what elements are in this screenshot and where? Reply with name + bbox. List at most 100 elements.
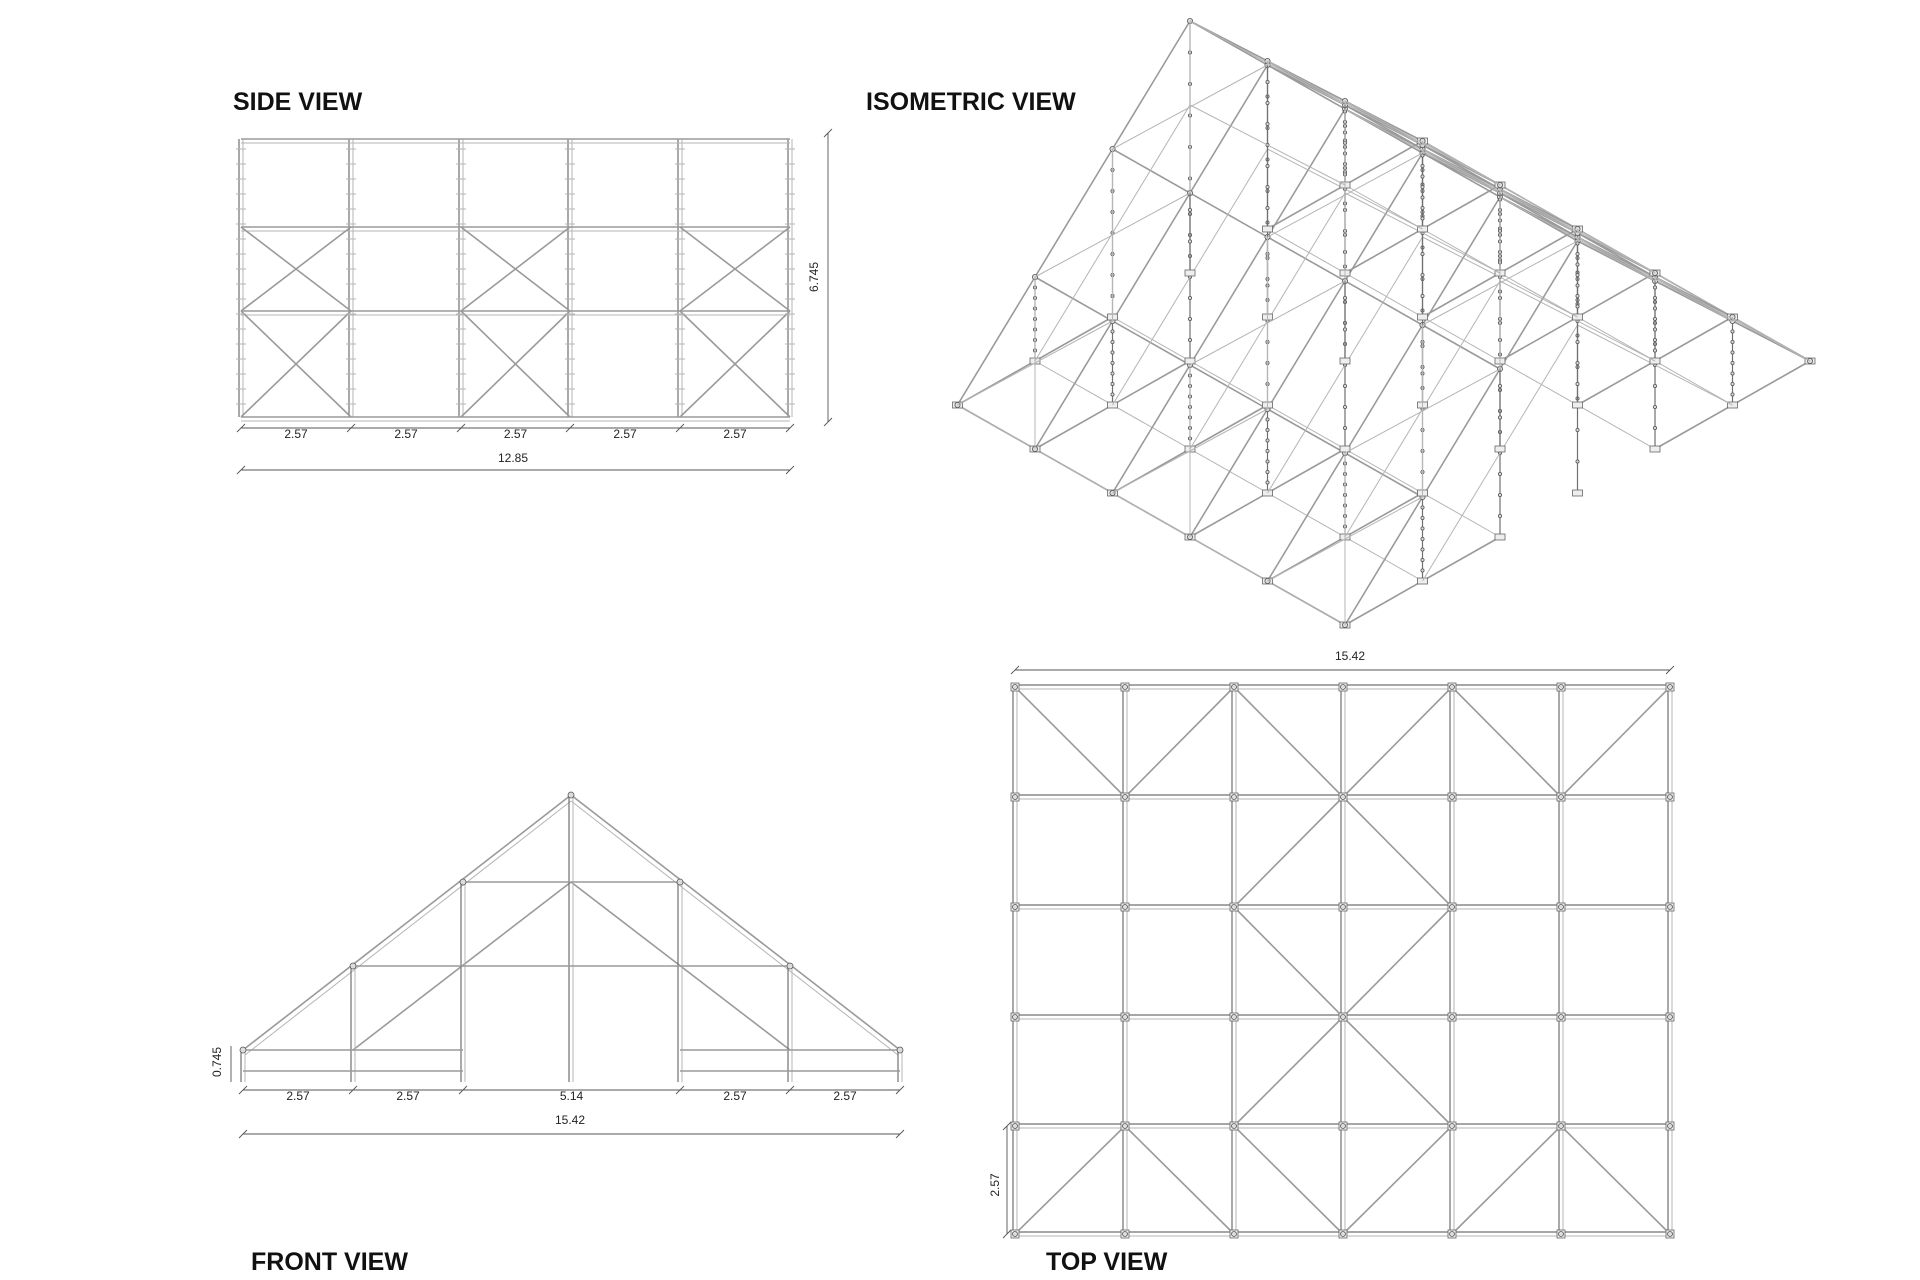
iso-rafter [1189, 236, 1269, 366]
iso-rafter [1111, 364, 1191, 494]
dimension-tick [1010, 665, 1020, 675]
top-brace [1342, 906, 1453, 1018]
iso-rosette [1498, 514, 1503, 519]
top-brace [1342, 796, 1453, 908]
top-joint-node [1231, 1231, 1237, 1237]
iso-brace [1422, 240, 1578, 326]
iso-rosette [1188, 337, 1193, 342]
side-view-dimensions: 2.57 2.57 2.57 2.57 2.57 12.85 6.745 [236, 128, 833, 475]
dimension-tick [456, 423, 466, 433]
top-joint-node [1667, 794, 1673, 800]
iso-ground-ledger [1112, 316, 1501, 538]
top-joint-node [1449, 1123, 1455, 1129]
dimension-tick [346, 423, 356, 433]
iso-brace [1344, 108, 1501, 194]
iso-rosette [1420, 558, 1425, 563]
iso-rosette [1265, 480, 1270, 485]
front-joint-node [786, 962, 794, 970]
iso-brace [1499, 196, 1656, 282]
top-joint-node [1667, 904, 1673, 910]
iso-rafter [1421, 368, 1501, 498]
iso-brace [1577, 236, 1733, 322]
top-joint-node [1122, 684, 1128, 690]
iso-rosette [1575, 360, 1580, 365]
iso-rosette [1575, 459, 1580, 464]
top-brace [1233, 1125, 1344, 1235]
top-joint-node [1340, 904, 1346, 910]
top-joint-node [1558, 794, 1564, 800]
iso-rosette [1188, 295, 1193, 300]
top-joint-node [1012, 794, 1018, 800]
iso-rosette [1188, 239, 1193, 244]
iso-rosette [1575, 283, 1580, 288]
iso-rosette [1420, 184, 1425, 189]
top-brace [1451, 1125, 1562, 1235]
iso-rafter [1344, 496, 1424, 626]
front-height-label: 0.745 [210, 1047, 224, 1077]
top-joint-node [1340, 1231, 1346, 1237]
iso-rosette [1420, 547, 1425, 552]
iso-rosette [1653, 285, 1658, 290]
iso-rafter [1421, 196, 1501, 326]
top-joint-node [1340, 1014, 1346, 1020]
iso-brace [1344, 100, 1501, 186]
iso-base-plate [1184, 357, 1196, 365]
dimension-tick [565, 423, 575, 433]
top-joint-node [1558, 1123, 1564, 1129]
side-bay-label-3: 2.57 [504, 427, 528, 441]
iso-rosette [1265, 469, 1270, 474]
dimension-tick [785, 423, 795, 433]
iso-rosette [1110, 360, 1115, 365]
iso-rosette [1420, 174, 1425, 179]
front-joint-node [239, 1046, 247, 1054]
iso-rosette [1575, 381, 1580, 386]
top-joint-node [1122, 904, 1128, 910]
iso-brace [1112, 408, 1268, 494]
iso-base-plate [1572, 489, 1583, 497]
side-brace [679, 226, 791, 312]
dimension-tick [675, 423, 685, 433]
top-joint-node [1558, 1231, 1564, 1237]
iso-rosette [1110, 350, 1115, 355]
iso-rosette [1653, 425, 1658, 430]
isometric-view: ISOMETRIC VIEW [866, 17, 1816, 629]
top-joint-node [1012, 684, 1018, 690]
isometric-view-frame [952, 17, 1816, 629]
front-joint-node [567, 791, 575, 799]
top-joint-node [1558, 1014, 1564, 1020]
top-joint-node [1012, 904, 1018, 910]
iso-rosette [1575, 427, 1580, 432]
dimension-tick [236, 423, 246, 433]
top-joint-node [1231, 1123, 1237, 1129]
iso-ground-ledger [1267, 228, 1656, 450]
iso-ground-ledger [957, 404, 1346, 626]
front-rafter [242, 794, 572, 1051]
iso-rosette [1110, 339, 1115, 344]
front-view-title: FRONT VIEW [251, 1248, 408, 1276]
side-bay-label-5: 2.57 [723, 427, 747, 441]
top-brace [1014, 686, 1126, 798]
iso-rosette [1265, 438, 1270, 443]
iso-brace [1189, 280, 1346, 366]
front-bay-label-3: 5.14 [560, 1089, 584, 1103]
iso-rosette [1265, 205, 1270, 210]
iso-rosette [1110, 381, 1115, 386]
iso-rosette [1110, 392, 1115, 397]
top-joint-node [1558, 684, 1564, 690]
iso-rosette [1730, 392, 1735, 397]
iso-ridge-line [1112, 148, 1501, 370]
front-rafter [244, 800, 572, 1056]
iso-rosette [1265, 417, 1270, 422]
top-brace [1342, 686, 1453, 798]
iso-rosette [1110, 371, 1115, 376]
iso-base-plate [1184, 269, 1196, 277]
iso-rosette [1343, 383, 1348, 388]
side-brace [240, 226, 352, 312]
front-joint-node [349, 962, 357, 970]
iso-base-plate [1262, 225, 1273, 233]
top-bay-label: 2.57 [988, 1173, 1002, 1197]
top-joint-node [1340, 1123, 1346, 1129]
iso-rosette [1653, 295, 1658, 300]
top-brace [1342, 1125, 1453, 1235]
